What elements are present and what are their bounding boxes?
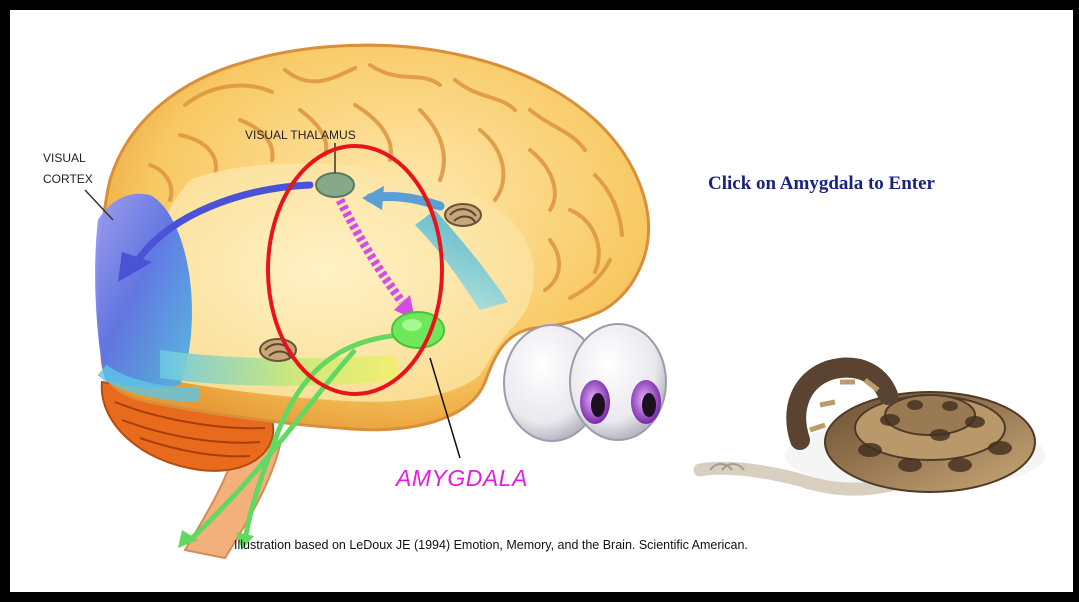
page-frame: VISUAL THALAMUS VISUAL CORTEX AMYGDALA C… — [10, 10, 1073, 592]
label-amygdala[interactable]: AMYGDALA — [396, 465, 528, 492]
enter-link[interactable]: Click on Amygdala to Enter — [708, 173, 935, 195]
label-visual-thalamus: VISUAL THALAMUS — [245, 128, 356, 143]
visual-thalamus-node — [316, 173, 354, 197]
brain-illustration — [10, 10, 1073, 592]
label-cortex: CORTEX — [43, 172, 93, 187]
snake-image-thalamus-input — [445, 204, 481, 226]
illustration-caption: Illustration based on LeDoux JE (1994) E… — [234, 538, 748, 552]
eyes — [504, 324, 666, 441]
rattlesnake-image — [700, 368, 1045, 492]
label-visual: VISUAL — [43, 151, 86, 166]
